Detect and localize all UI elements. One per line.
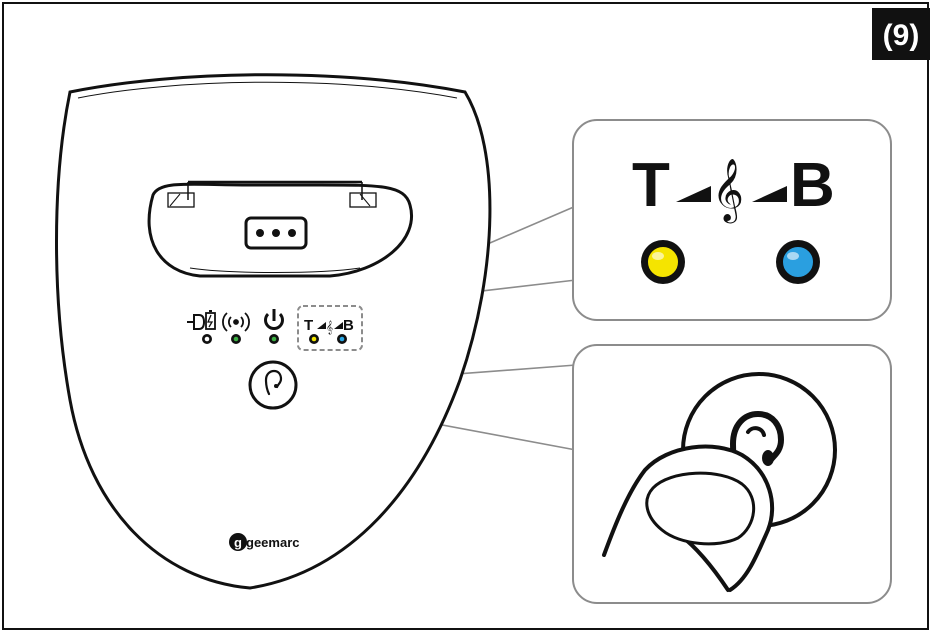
led-light <box>339 336 345 342</box>
treble-ramp-icon <box>676 186 711 202</box>
wireless-signal-icon <box>222 312 250 332</box>
device-leds <box>202 334 347 344</box>
charging-dock <box>147 180 413 278</box>
callout-leds <box>641 240 820 284</box>
step-badge: (9) <box>872 8 930 60</box>
plug-battery-icon <box>187 310 216 330</box>
callout-treble-led-shine <box>652 252 664 260</box>
led-light <box>233 336 239 342</box>
callout-bass-led-shine <box>787 252 799 260</box>
led-light <box>311 336 317 342</box>
svg-text:g: g <box>234 535 242 550</box>
led-light <box>271 336 277 342</box>
treble-clef-icon: 𝄞 <box>712 158 744 224</box>
button-callout <box>572 344 892 604</box>
step-number: (9) <box>883 19 920 52</box>
device-treble-letter: T <box>304 317 313 334</box>
device-tone-label: T 𝄞 B <box>304 317 354 334</box>
callout-treble-letter: T <box>632 151 670 220</box>
led-light <box>204 336 210 342</box>
fingernail <box>645 471 756 546</box>
brand-name: geemarc <box>246 535 299 550</box>
charging-contacts <box>244 216 308 250</box>
brand-logo: g geemarc <box>229 533 299 551</box>
tone-highlight-box <box>297 305 363 351</box>
device-bass-letter: B <box>343 317 354 334</box>
tone-callout: T 𝄞 B <box>572 119 892 321</box>
ear-icon <box>264 369 283 396</box>
callout-bass-letter: B <box>790 151 835 220</box>
callout-treble-led-lens <box>646 245 680 279</box>
indicator-icons <box>187 309 284 332</box>
ear-button <box>248 360 298 410</box>
bass-ramp-icon <box>752 186 787 202</box>
callout-bass-led-lens <box>781 245 815 279</box>
power-icon <box>264 309 284 330</box>
device-clef-icon: 𝄞 <box>326 320 333 334</box>
device-body <box>55 73 492 590</box>
